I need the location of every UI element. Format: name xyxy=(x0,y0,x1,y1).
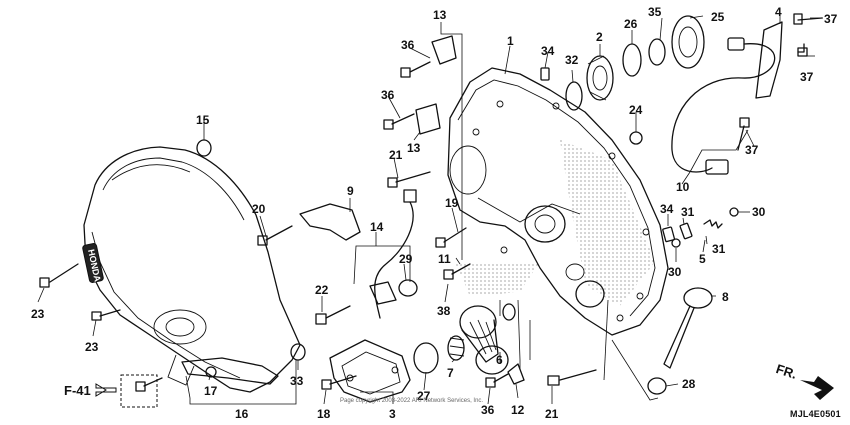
oil-filter-6 xyxy=(459,305,509,375)
sensor-cable-14 xyxy=(369,189,418,319)
washer-30b xyxy=(671,238,681,248)
gasket-16 xyxy=(181,357,279,385)
callout-8: 8 xyxy=(722,290,729,304)
callout-16: 16 xyxy=(235,407,249,421)
clip-12 xyxy=(507,363,525,385)
bracket-13-upper xyxy=(431,35,457,65)
bracket-9 xyxy=(299,203,361,241)
callout-1: 1 xyxy=(507,34,514,48)
washer-30a xyxy=(729,207,739,217)
callout-27: 27 xyxy=(417,389,431,403)
callout-13-upper: 13 xyxy=(433,8,447,22)
callout-38: 38 xyxy=(437,304,451,318)
sensor-harness-4 xyxy=(671,21,783,175)
diagram-code: MJL4E0501 xyxy=(790,409,841,419)
callout-5: 5 xyxy=(699,252,706,266)
callout-25: 25 xyxy=(711,10,725,24)
callout-3: 3 xyxy=(389,407,396,421)
callout-28: 28 xyxy=(682,377,696,391)
callout-37-mid: 37 xyxy=(800,70,814,84)
callout-10: 10 xyxy=(676,180,690,194)
o-ring-27 xyxy=(413,342,439,374)
seal-26 xyxy=(622,43,642,77)
right-crankcase-cover-1 xyxy=(447,67,669,336)
callout-11: 11 xyxy=(438,252,451,266)
callout-34-right: 34 xyxy=(660,202,674,216)
copyright-notice: Page copyright 2003-2022 ARI Network Ser… xyxy=(340,398,484,404)
seal-2 xyxy=(586,55,614,101)
bolts xyxy=(39,13,823,392)
callout-31-upper: 31 xyxy=(681,205,695,219)
callout-13-lower: 13 xyxy=(407,141,421,155)
cap-15 xyxy=(196,139,212,157)
callout-20: 20 xyxy=(252,202,266,216)
callout-34-upper: 34 xyxy=(541,44,555,58)
left-crankcase-cover xyxy=(82,146,301,393)
leader-lines xyxy=(37,14,823,405)
callout-24: 24 xyxy=(629,103,643,117)
o-ring-32 xyxy=(565,81,583,111)
front-arrow xyxy=(800,376,834,400)
plug-34 xyxy=(540,67,550,81)
washer-17 xyxy=(205,366,217,378)
callout-7: 7 xyxy=(447,366,454,380)
callout-18: 18 xyxy=(317,407,331,421)
callout-30-right: 30 xyxy=(752,205,766,219)
callout-36-upper: 36 xyxy=(401,38,415,52)
callout-19: 19 xyxy=(445,196,459,210)
callout-23-left: 23 xyxy=(31,307,45,321)
callout-29: 29 xyxy=(399,252,413,266)
callout-26: 26 xyxy=(624,17,638,31)
oil-screen-7 xyxy=(447,335,465,361)
snap-ring-35 xyxy=(648,38,666,66)
f41-ref-box xyxy=(120,374,158,408)
callout-33: 33 xyxy=(290,374,304,388)
collar-34 xyxy=(662,226,676,243)
callout-35: 35 xyxy=(648,5,662,19)
cover-plate-3 xyxy=(329,339,411,403)
callout-21-lower: 21 xyxy=(545,407,559,421)
bracket-13-lower xyxy=(415,103,441,135)
bearing-25 xyxy=(671,15,705,69)
callout-22: 22 xyxy=(315,283,329,297)
callout-37-lower: 37 xyxy=(745,143,759,157)
spring-31 xyxy=(703,219,723,229)
callout-36-lower: 36 xyxy=(481,403,495,417)
dipstick-8 xyxy=(663,287,713,369)
callout-15: 15 xyxy=(196,113,210,127)
callout-14: 14 xyxy=(370,220,384,234)
callout-17: 17 xyxy=(204,384,218,398)
forward-reference-label: F-41 xyxy=(64,383,91,398)
cap-33 xyxy=(290,343,306,361)
callout-37-top: 37 xyxy=(824,12,838,26)
callout-9: 9 xyxy=(347,184,354,198)
callout-36-mid: 36 xyxy=(381,88,395,102)
callout-23-mid: 23 xyxy=(85,340,99,354)
callout-30-lower: 30 xyxy=(668,265,682,279)
callout-31-lower: 31 xyxy=(712,242,726,256)
callout-6: 6 xyxy=(496,353,503,367)
plug-24 xyxy=(629,131,643,145)
o-ring-28 xyxy=(647,377,667,395)
dowel-31 xyxy=(679,222,693,240)
callout-12: 12 xyxy=(511,403,525,417)
callout-2: 2 xyxy=(596,30,603,44)
callout-4: 4 xyxy=(775,5,782,19)
callout-21-upper: 21 xyxy=(389,148,403,162)
callout-32: 32 xyxy=(565,53,579,67)
f41-arrow xyxy=(95,383,117,397)
o-ring-6 xyxy=(502,303,516,321)
